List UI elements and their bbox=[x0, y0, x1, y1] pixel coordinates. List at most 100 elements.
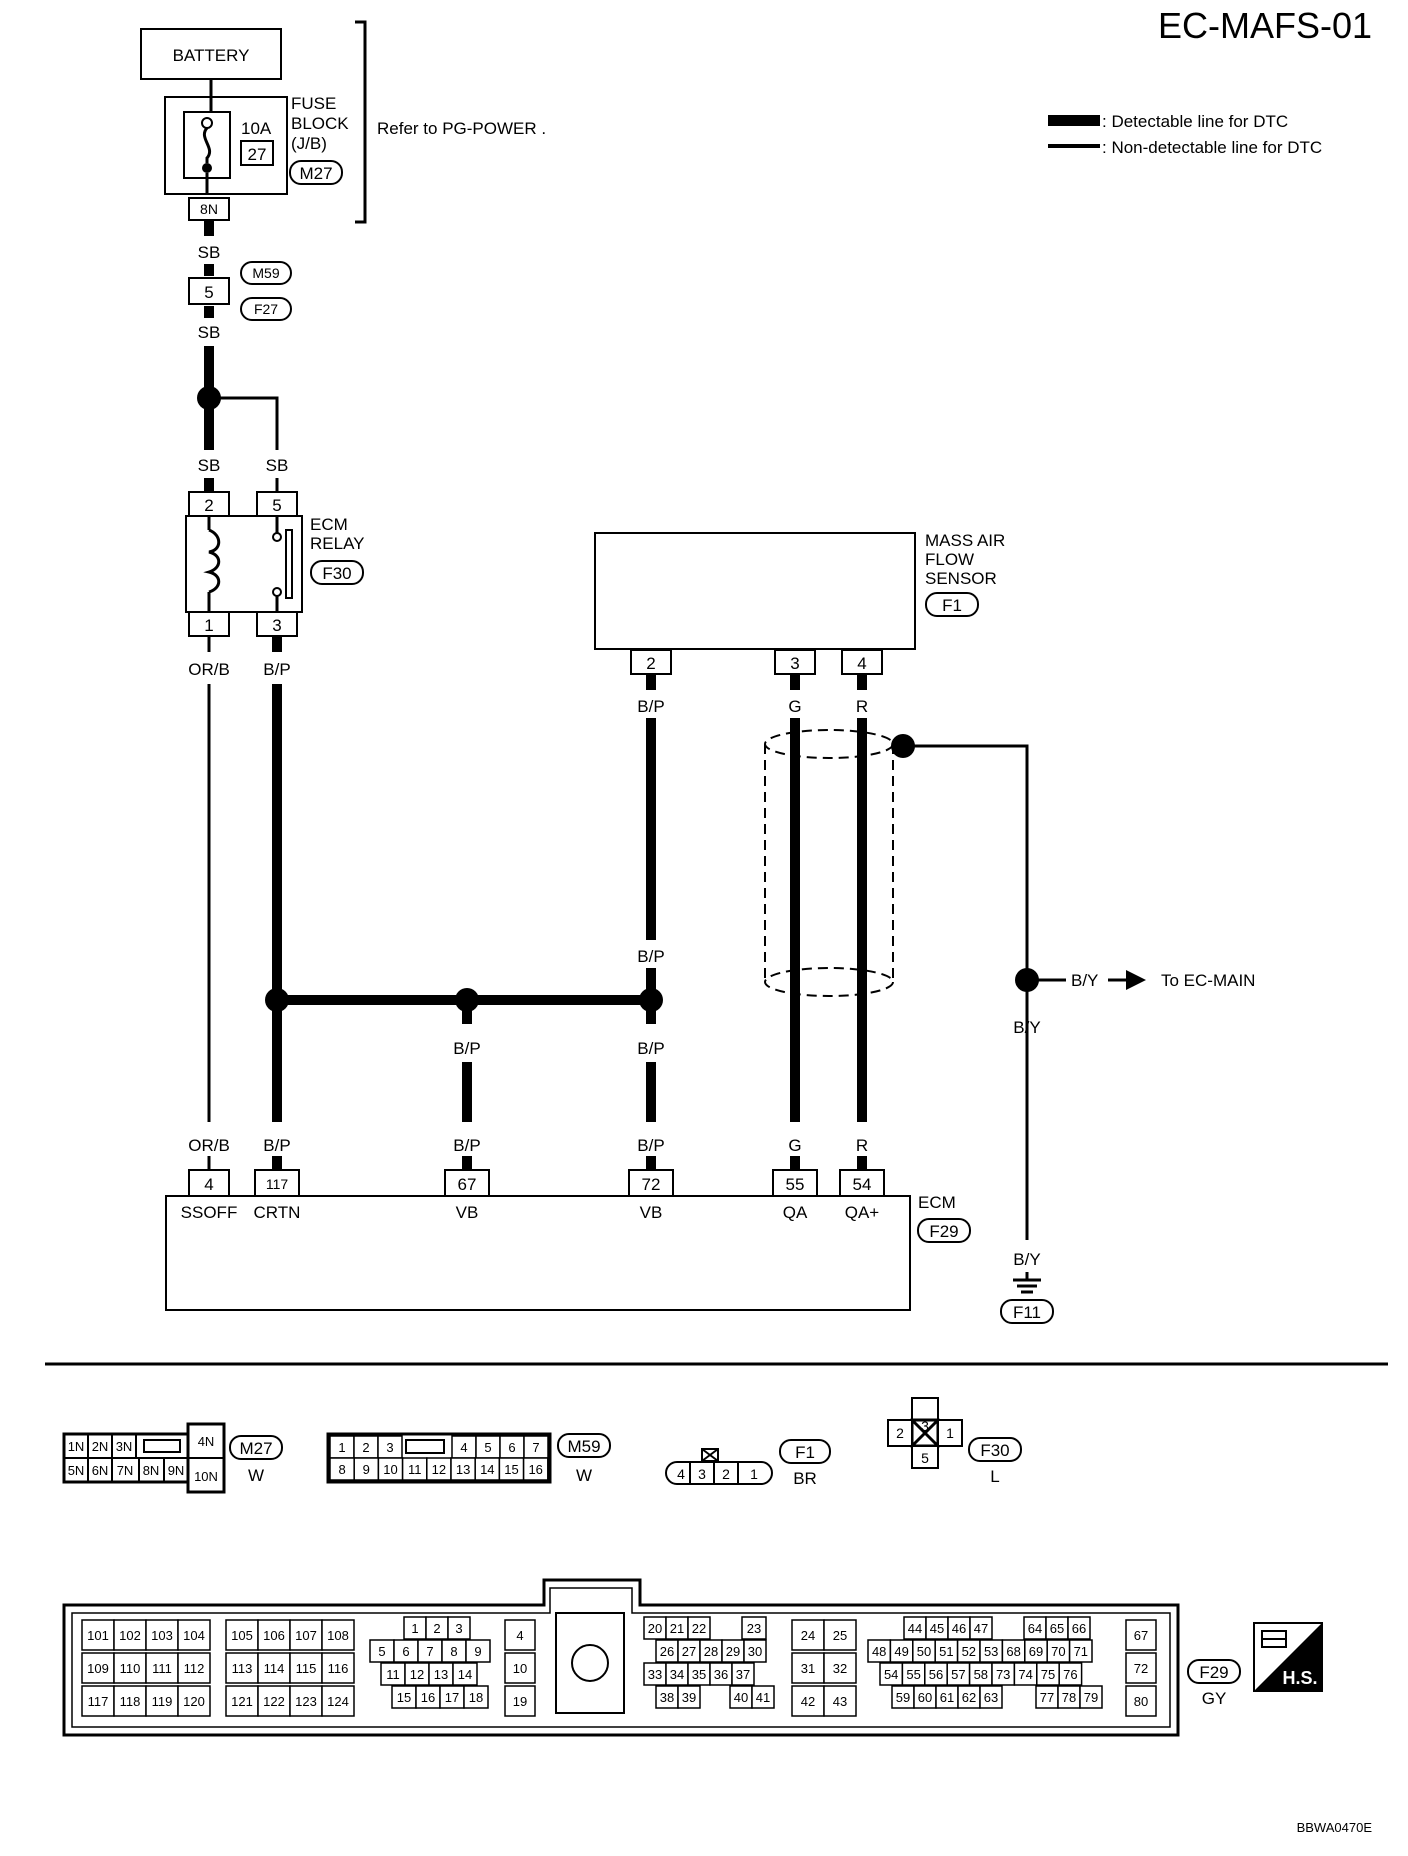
f29-pin-62: 62 bbox=[962, 1690, 976, 1705]
f29-pin-102: 102 bbox=[119, 1628, 141, 1643]
ecm-wire-54: R bbox=[856, 1136, 868, 1155]
f29-pin-25-cell bbox=[823, 1619, 857, 1651]
diagram-code: BBWA0470E bbox=[1297, 1820, 1373, 1835]
f29-pin-75: 75 bbox=[1041, 1667, 1055, 1682]
f1-pin-1: 1 bbox=[750, 1466, 758, 1482]
maf-sensor: MASS AIR FLOW SENSOR F1 2 3 4 B/P G R bbox=[594, 531, 1005, 716]
fuse-block: 10A 27 FUSE BLOCK (J/B) M27 8N Refer to … bbox=[164, 20, 546, 224]
f29-pin-18: 18 bbox=[469, 1690, 483, 1705]
fuse-number: 27 bbox=[248, 145, 267, 164]
wire-by-down: B/Y bbox=[1013, 1018, 1040, 1037]
ecm-term-vb-2: VB bbox=[640, 1203, 663, 1222]
f29-pin-72: 72 bbox=[1134, 1661, 1148, 1676]
m27-pin-9n: 9N bbox=[168, 1463, 185, 1478]
ecm-term-qa: QA bbox=[783, 1203, 808, 1222]
ground-connector: F11 bbox=[1013, 1303, 1041, 1322]
wire-bp-upper: B/P bbox=[637, 947, 664, 966]
fuse-refer: Refer to PG-POWER . bbox=[377, 119, 546, 138]
connector-m27: 1N 2N 3N 5N 6N 7N 8N 9N 4N 10N M27 W bbox=[62, 1422, 283, 1494]
ecm-label: ECM bbox=[918, 1193, 956, 1212]
f1-pin-3: 3 bbox=[698, 1466, 706, 1482]
maf-connector: F1 bbox=[942, 596, 962, 615]
ecm-pin-4: 4 bbox=[204, 1175, 213, 1194]
m59-pin-9: 9 bbox=[363, 1462, 370, 1477]
ground: B/Y F11 bbox=[1000, 1250, 1054, 1324]
f29-pin-33: 33 bbox=[648, 1667, 662, 1682]
f29-pin-19-cell bbox=[504, 1685, 536, 1717]
f29-pin-70: 70 bbox=[1051, 1644, 1065, 1659]
f29-pin-60: 60 bbox=[918, 1690, 932, 1705]
f29-pin-32-cell bbox=[823, 1652, 857, 1684]
maf-wire-bp: B/P bbox=[637, 697, 664, 716]
ecm-term-crtn: CRTN bbox=[254, 1203, 301, 1222]
fuse-connector: M27 bbox=[299, 164, 332, 183]
relay-wire-left-bottom: OR/B bbox=[188, 660, 230, 679]
ecm-connector: F29 bbox=[929, 1222, 958, 1241]
f29-pin-77: 77 bbox=[1040, 1690, 1054, 1705]
m59-name: M59 bbox=[567, 1437, 600, 1456]
f29-pin-73: 73 bbox=[996, 1667, 1010, 1682]
f29-pin-14: 14 bbox=[458, 1667, 472, 1682]
f29-pin-23-cell bbox=[741, 1616, 767, 1640]
f29-pin-79: 79 bbox=[1084, 1690, 1098, 1705]
f29-pin-27: 27 bbox=[682, 1644, 696, 1659]
f29-pin-57: 57 bbox=[951, 1667, 965, 1682]
m59-color: W bbox=[576, 1466, 592, 1485]
f29-pin-25: 25 bbox=[833, 1628, 847, 1643]
ecm-pin-117: 117 bbox=[266, 1176, 289, 1192]
f29-pin-110: 110 bbox=[120, 1661, 141, 1676]
f29-pin-120: 120 bbox=[183, 1694, 205, 1709]
f29-pin-42: 42 bbox=[801, 1694, 815, 1709]
to-ec-main: To EC-MAIN bbox=[1161, 971, 1255, 990]
f30-name: F30 bbox=[980, 1441, 1009, 1460]
f29-pin-51: 51 bbox=[939, 1644, 953, 1659]
maf-pin-3: 3 bbox=[790, 654, 799, 673]
f29-pin-101-cell bbox=[81, 1619, 115, 1651]
m27-pin-7n: 7N bbox=[117, 1463, 134, 1478]
wire-sb-2: SB bbox=[198, 323, 221, 342]
f29-pin-36: 36 bbox=[714, 1667, 728, 1682]
m27-pin-5n: 5N bbox=[68, 1463, 85, 1478]
wire-bp-72: B/P bbox=[637, 1039, 664, 1058]
f29-pin-109: 109 bbox=[87, 1661, 109, 1676]
m59-pin-6: 6 bbox=[508, 1440, 515, 1455]
f29-pin-117-cell bbox=[81, 1685, 115, 1717]
f29-pin-6: 6 bbox=[402, 1644, 409, 1659]
maf-wire-g: G bbox=[788, 697, 801, 716]
f29-pin-107: 107 bbox=[295, 1628, 317, 1643]
f29-pin-13: 13 bbox=[434, 1667, 448, 1682]
f29-pin-30: 30 bbox=[748, 1644, 762, 1659]
f29-pin-37-cell bbox=[731, 1662, 755, 1686]
f29-pin-31: 31 bbox=[801, 1661, 815, 1676]
relay-pin-1: 1 bbox=[204, 616, 213, 635]
f29-pin-22: 22 bbox=[692, 1621, 706, 1636]
f29-pin-9-cell bbox=[465, 1639, 491, 1663]
relay-label-2: RELAY bbox=[310, 534, 365, 553]
f29-pin-4: 4 bbox=[516, 1628, 523, 1643]
f29-pin-47-cell bbox=[969, 1616, 993, 1640]
f29-pin-115: 115 bbox=[296, 1661, 317, 1676]
f29-color: GY bbox=[1202, 1689, 1227, 1708]
m27-pin-1n: 1N bbox=[68, 1439, 85, 1454]
f29-pin-29: 29 bbox=[726, 1644, 740, 1659]
f29-pin-39-cell bbox=[677, 1685, 701, 1709]
wire-bp-67: B/P bbox=[453, 1039, 480, 1058]
hs-badge: H.S. bbox=[1253, 1622, 1323, 1692]
f29-pin-58: 58 bbox=[974, 1667, 988, 1682]
f30-pin-1: 1 bbox=[946, 1425, 954, 1441]
f29-pin-43-cell bbox=[823, 1685, 857, 1717]
f29-pin-114-cell bbox=[257, 1652, 291, 1684]
f29-pin-78: 78 bbox=[1062, 1690, 1076, 1705]
f29-pin-15: 15 bbox=[397, 1690, 411, 1705]
m27-name: M27 bbox=[239, 1439, 272, 1458]
joint-connector-top: M59 bbox=[252, 265, 279, 281]
f29-pin-121-cell bbox=[225, 1685, 259, 1717]
f29-pin-12: 12 bbox=[410, 1667, 424, 1682]
ecm: OR/B B/P B/P B/P G R 4 117 67 72 55 54 S… bbox=[165, 1136, 971, 1311]
f29-pin-43: 43 bbox=[833, 1694, 847, 1709]
f29-pin-24: 24 bbox=[801, 1628, 815, 1643]
ecm-pin-72: 72 bbox=[642, 1175, 661, 1194]
f29-pin-80: 80 bbox=[1134, 1694, 1148, 1709]
